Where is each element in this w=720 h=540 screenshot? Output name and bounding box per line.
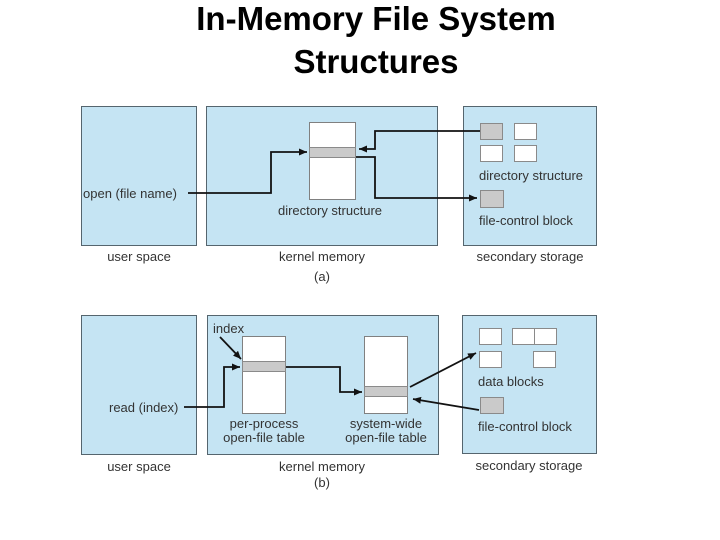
b-user-space-label: user space: [107, 459, 171, 474]
a-disk-directory-block-4: [514, 145, 537, 162]
a-kernel-memory-label: kernel memory: [279, 249, 365, 264]
b-system-wide-label: system-wide open-file table: [345, 416, 427, 445]
a-disk-directory-block-1: [480, 123, 503, 140]
b-data-block-4: [479, 351, 502, 368]
b-index-label: index: [213, 321, 245, 336]
b-per-process-table: [242, 336, 286, 414]
b-file-control-block-label: file-control block: [478, 419, 572, 434]
b-read-syscall-label: read (index): [109, 400, 179, 415]
b-data-block-5: [533, 351, 556, 368]
b-secondary-storage-label: secondary storage: [475, 458, 583, 473]
slide-title: In-Memory File System Structures: [196, 0, 556, 80]
a-disk-directory-block-2: [514, 123, 537, 140]
b-per-process-label: per-process open-file table: [223, 416, 305, 445]
b-caption: (b): [314, 475, 330, 490]
b-data-block-2: [512, 328, 535, 345]
a-caption: (a): [314, 269, 330, 284]
b-system-wide-entry: [364, 386, 408, 397]
a-kernel-directory-label: directory structure: [277, 203, 383, 218]
a-kernel-directory-entry: [309, 147, 356, 158]
b-data-block-3: [534, 328, 557, 345]
a-kernel-directory-table: [309, 122, 356, 200]
a-secondary-storage-label: secondary storage: [476, 249, 584, 264]
b-file-control-block: [480, 397, 504, 414]
a-file-control-block: [480, 190, 504, 208]
a-disk-directory-block-3: [480, 145, 503, 162]
b-user-space-box: [81, 315, 197, 455]
a-user-space-box: [81, 106, 197, 246]
a-file-control-block-label: file-control block: [479, 213, 573, 228]
b-data-blocks-label: data blocks: [478, 374, 544, 389]
b-system-wide-table: [364, 336, 408, 414]
a-open-syscall-label: open (file name): [83, 186, 177, 201]
a-disk-directory-label: directory structure: [479, 168, 584, 183]
a-user-space-label: user space: [107, 249, 171, 264]
b-data-block-1: [479, 328, 502, 345]
b-per-process-entry: [242, 361, 286, 372]
b-kernel-memory-label: kernel memory: [279, 459, 365, 474]
